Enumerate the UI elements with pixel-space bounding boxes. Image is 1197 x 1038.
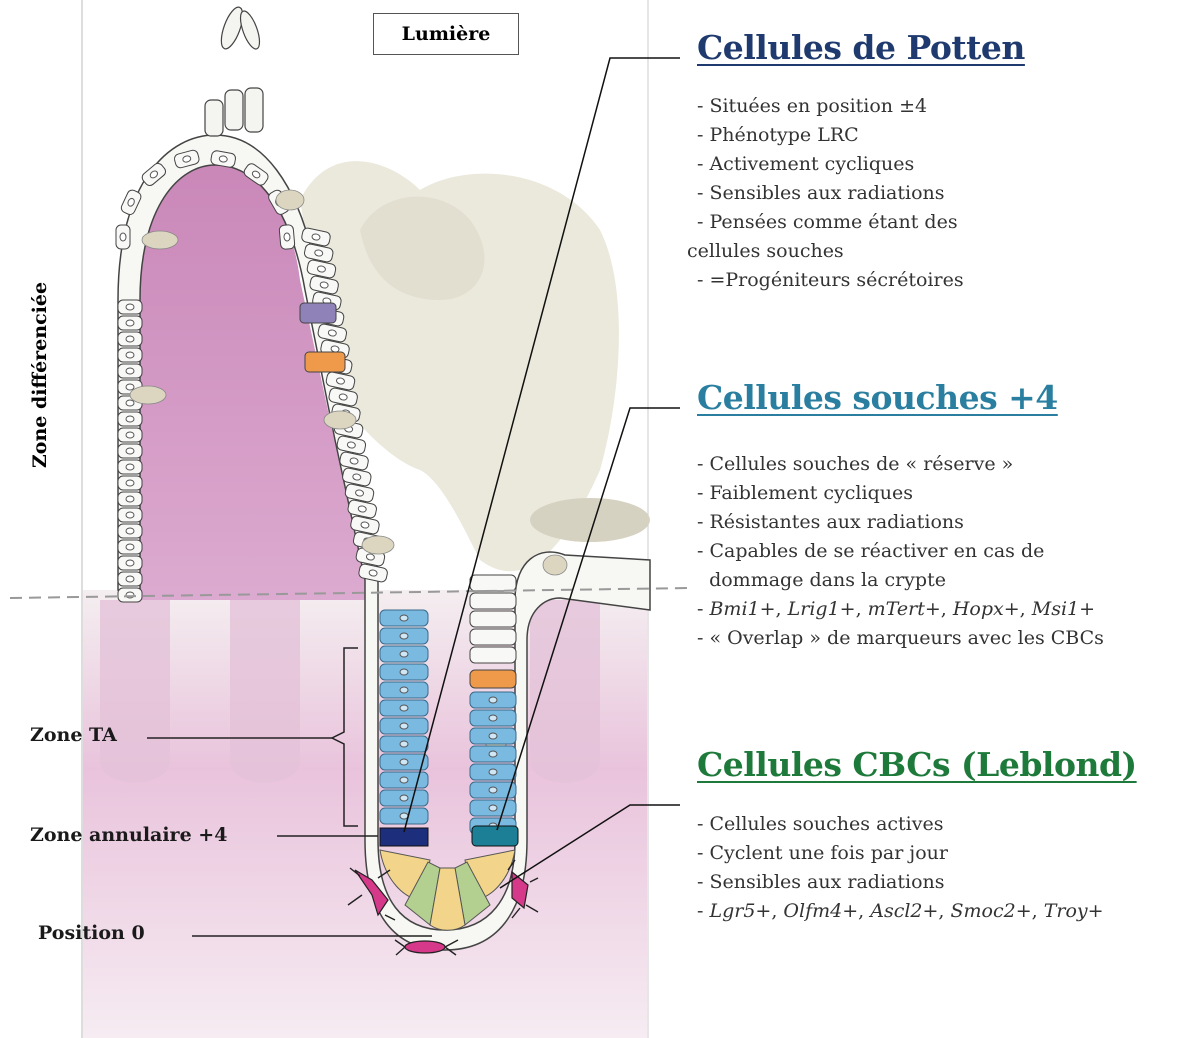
marker-sep: +	[1079, 598, 1095, 620]
cell-nucleus	[400, 615, 408, 621]
cell-nucleus	[400, 795, 408, 801]
lumiere-label: Lumière	[373, 13, 519, 55]
marker-list-item: - Bmi1+, Lrig1+, mTert+, Hopx+, Msi1+	[697, 595, 1104, 624]
marker-sep: +	[1088, 900, 1104, 922]
cell-nucleus	[126, 336, 134, 342]
marker-sep: +,	[842, 900, 870, 922]
cell-nucleus	[126, 416, 134, 422]
cell-nucleus	[126, 384, 134, 390]
cell-nucleus	[126, 432, 134, 438]
marker: Msi1	[1032, 598, 1079, 620]
cell-nucleus	[489, 733, 497, 739]
position-0-label: Position 0	[38, 922, 145, 944]
cell-nucleus	[126, 368, 134, 374]
cell-nucleus	[400, 669, 408, 675]
plus4-title: Cellules souches +4	[697, 378, 1058, 417]
potten-list: - Situées en position ±4 - Phénotype LRC…	[697, 92, 964, 295]
cell-nucleus	[400, 723, 408, 729]
cbc-list: - Cellules souches actives - Cyclent une…	[697, 810, 1104, 926]
cell-nucleus	[489, 787, 497, 793]
cell-nucleus	[400, 741, 408, 747]
cell-nucleus	[400, 759, 408, 765]
cell-nucleus	[489, 769, 497, 775]
marker-sep: +,	[755, 900, 783, 922]
crypt-orange-cell	[470, 670, 516, 688]
marker-sep: +,	[1016, 900, 1044, 922]
cell-nucleus	[126, 304, 134, 310]
marker: Lrig1	[788, 598, 840, 620]
marker: Olfm4	[783, 900, 842, 922]
cell-nucleus	[126, 512, 134, 518]
cell-nucleus	[126, 496, 134, 502]
list-item: - Faiblement cycliques	[697, 479, 1104, 508]
cell-nucleus	[400, 705, 408, 711]
list-item: - Résistantes aux radiations	[697, 508, 1104, 537]
marker: Bmi1	[709, 598, 759, 620]
crypt-right-upper-cells	[470, 575, 516, 663]
cell-nucleus	[489, 715, 497, 721]
list-item: - Pensées comme étant des	[697, 208, 964, 237]
marker: Lgr5	[709, 900, 755, 922]
list-item: dommage dans la crypte	[697, 566, 1104, 595]
cell-nucleus	[126, 560, 134, 566]
marker-list-item: - Lgr5+, Olfm4+, Ascl2+, Smoc2+, Troy+	[697, 897, 1104, 926]
marker: Hopx	[953, 598, 1004, 620]
cell-nucleus	[400, 633, 408, 639]
cell-nucleus	[126, 528, 134, 534]
list-item: - « Overlap » de marqueurs avec les CBCs	[697, 624, 1104, 653]
enteroendocrine-cell	[300, 303, 336, 323]
list-item: - Activement cycliques	[697, 150, 964, 179]
list-item: - Capables de se réactiver en cas de	[697, 537, 1104, 566]
cell-nucleus	[120, 233, 126, 241]
marker-sep: +,	[760, 598, 788, 620]
list-item: - =Progéniteurs sécrétoires	[697, 266, 964, 295]
zone-ta-label: Zone TA	[30, 724, 117, 746]
potten-title: Cellules de Potten	[697, 28, 1025, 67]
marker-sep: +,	[925, 598, 953, 620]
orange-cell	[305, 352, 345, 372]
cell-nucleus	[126, 464, 134, 470]
list-item: cellules souches	[687, 237, 964, 266]
cell-nucleus	[126, 576, 134, 582]
cell-nucleus	[126, 400, 134, 406]
marker: Ascl2	[870, 900, 922, 922]
cell-nucleus	[489, 697, 497, 703]
list-item: - Cellules souches de « réserve »	[697, 450, 1104, 479]
list-item: - Situées en position ±4	[697, 92, 964, 121]
list-item: - Sensibles aux radiations	[697, 868, 1104, 897]
marker: Troy	[1044, 900, 1088, 922]
cell-nucleus	[284, 233, 291, 241]
marker-dash: -	[697, 900, 709, 922]
plus4-list: - Cellules souches de « réserve » - Faib…	[697, 450, 1104, 653]
zone-differenciee-label: Zone différenciée	[29, 282, 51, 468]
cell-nucleus	[400, 813, 408, 819]
marker: Smoc2	[951, 900, 1016, 922]
cell-nucleus	[126, 352, 134, 358]
cbc-title: Cellules CBCs (Leblond)	[697, 745, 1137, 784]
cell-nucleus	[489, 805, 497, 811]
marker-dash: -	[697, 598, 709, 620]
cell-nucleus	[126, 448, 134, 454]
cell-nucleus	[126, 480, 134, 486]
list-item: - Phénotype LRC	[697, 121, 964, 150]
list-item: - Cyclent une fois par jour	[697, 839, 1104, 868]
list-item: - Sensibles aux radiations	[697, 179, 964, 208]
cell-nucleus	[489, 751, 497, 757]
marker-sep: +,	[923, 900, 951, 922]
cell-nucleus	[400, 687, 408, 693]
zone-annulaire-label: Zone annulaire +4	[30, 824, 227, 846]
list-item: - Cellules souches actives	[697, 810, 1104, 839]
marker-sep: +,	[840, 598, 868, 620]
marker: mTert	[868, 598, 925, 620]
cell-nucleus	[400, 651, 408, 657]
cell-nucleus	[126, 544, 134, 550]
cell-nucleus	[400, 777, 408, 783]
plus4-right-cell	[472, 826, 518, 846]
cell-nucleus	[126, 320, 134, 326]
marker-sep: +,	[1004, 598, 1032, 620]
